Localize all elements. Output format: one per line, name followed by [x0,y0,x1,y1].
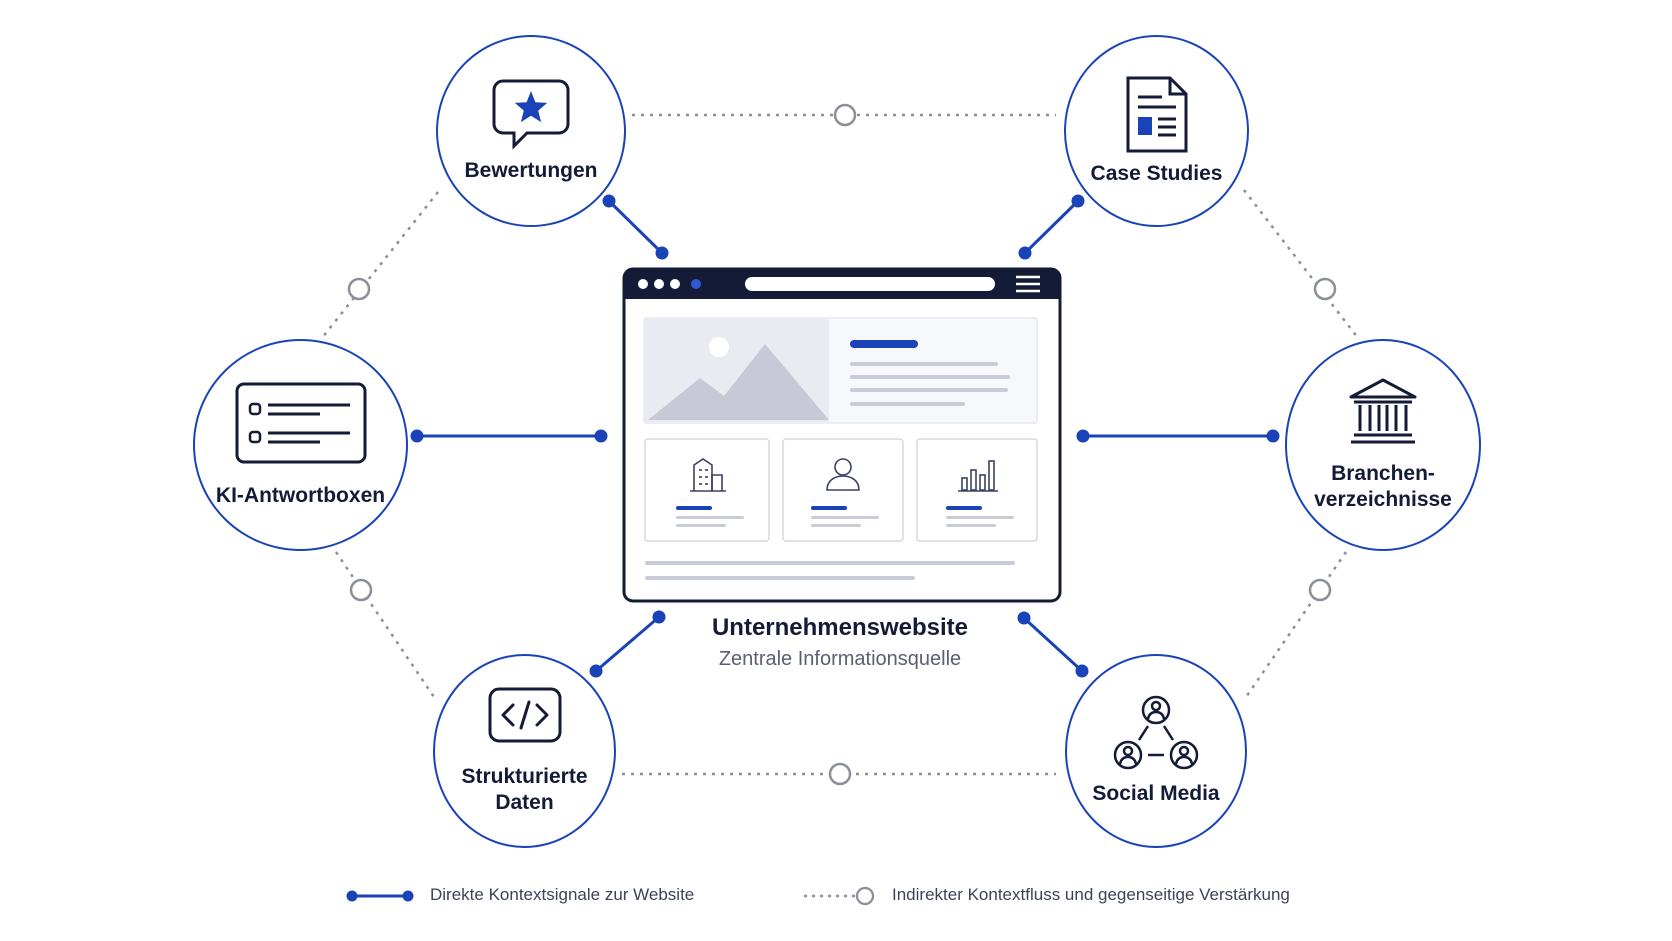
document-icon [1126,76,1187,153]
direct-case-studies [1023,199,1080,255]
marker-upper-left [347,277,371,301]
node-case-studies: Case Studies [1064,35,1249,227]
center-subtitle: Zentrale Informationsquelle [718,648,962,670]
node-label-ki-antwortboxen: KI-Antwortboxen [215,484,386,507]
node-label-strukturierte-daten: Strukturierte Daten [461,765,588,814]
star-speech-bubble-icon [492,79,570,150]
legend-indirect-label: Indirekter Kontextfluss und gegenseitige… [892,885,1290,904]
address-bar [745,277,995,291]
legend-indirect-symbol [804,886,875,906]
people-network-icon [1113,695,1199,770]
answer-box-icon [235,382,366,464]
node-bewertungen: Bewertungen [436,35,626,227]
direct-connections [417,199,1273,673]
dotted-lower-left [334,551,438,701]
marker-top [833,103,857,127]
marker-lower-right [1308,578,1332,602]
website-browser-window [622,267,1062,603]
dotted-lower-right [1242,551,1348,701]
direct-social-media [1022,616,1084,673]
node-label-branchenverzeichnisse: Branchen- verzeichnisse [1314,462,1452,511]
institution-building-icon [1349,378,1417,444]
node-social-media: Social Media [1065,654,1247,848]
marker-bottom [828,762,852,786]
node-strukturierte-daten: Strukturierte Daten [433,654,616,848]
office-building-icon [690,458,726,492]
node-label-bewertungen: Bewertungen [464,159,598,182]
code-icon [488,687,561,743]
direct-strukturierte-daten [595,615,660,673]
content-card-stats [916,438,1038,542]
menu-icon [1016,275,1040,293]
node-branchenverzeichnisse: Branchen- verzeichnisse [1285,339,1481,551]
node-label-case-studies: Case Studies [1090,162,1223,185]
dotted-upper-left [321,191,439,339]
node-label-social-media: Social Media [1092,782,1220,805]
node-ki-antwortboxen: KI-Antwortboxen [193,339,408,551]
direct-connection-dots [410,194,1280,678]
content-card-person [782,438,904,542]
bar-chart-icon [958,460,998,492]
marker-lower-left [349,578,373,602]
direct-bewertungen [607,199,664,255]
center-title: Unternehmenswebsite [711,614,969,641]
dotted-upper-right [1243,189,1359,339]
marker-upper-right [1313,277,1337,301]
person-icon [826,458,860,491]
indirect-connection-markers [347,103,1337,786]
legend-direct-label: Direkte Kontextsignale zur Website [430,885,695,904]
content-card-company [644,438,770,542]
legend-direct-symbol [346,890,414,902]
